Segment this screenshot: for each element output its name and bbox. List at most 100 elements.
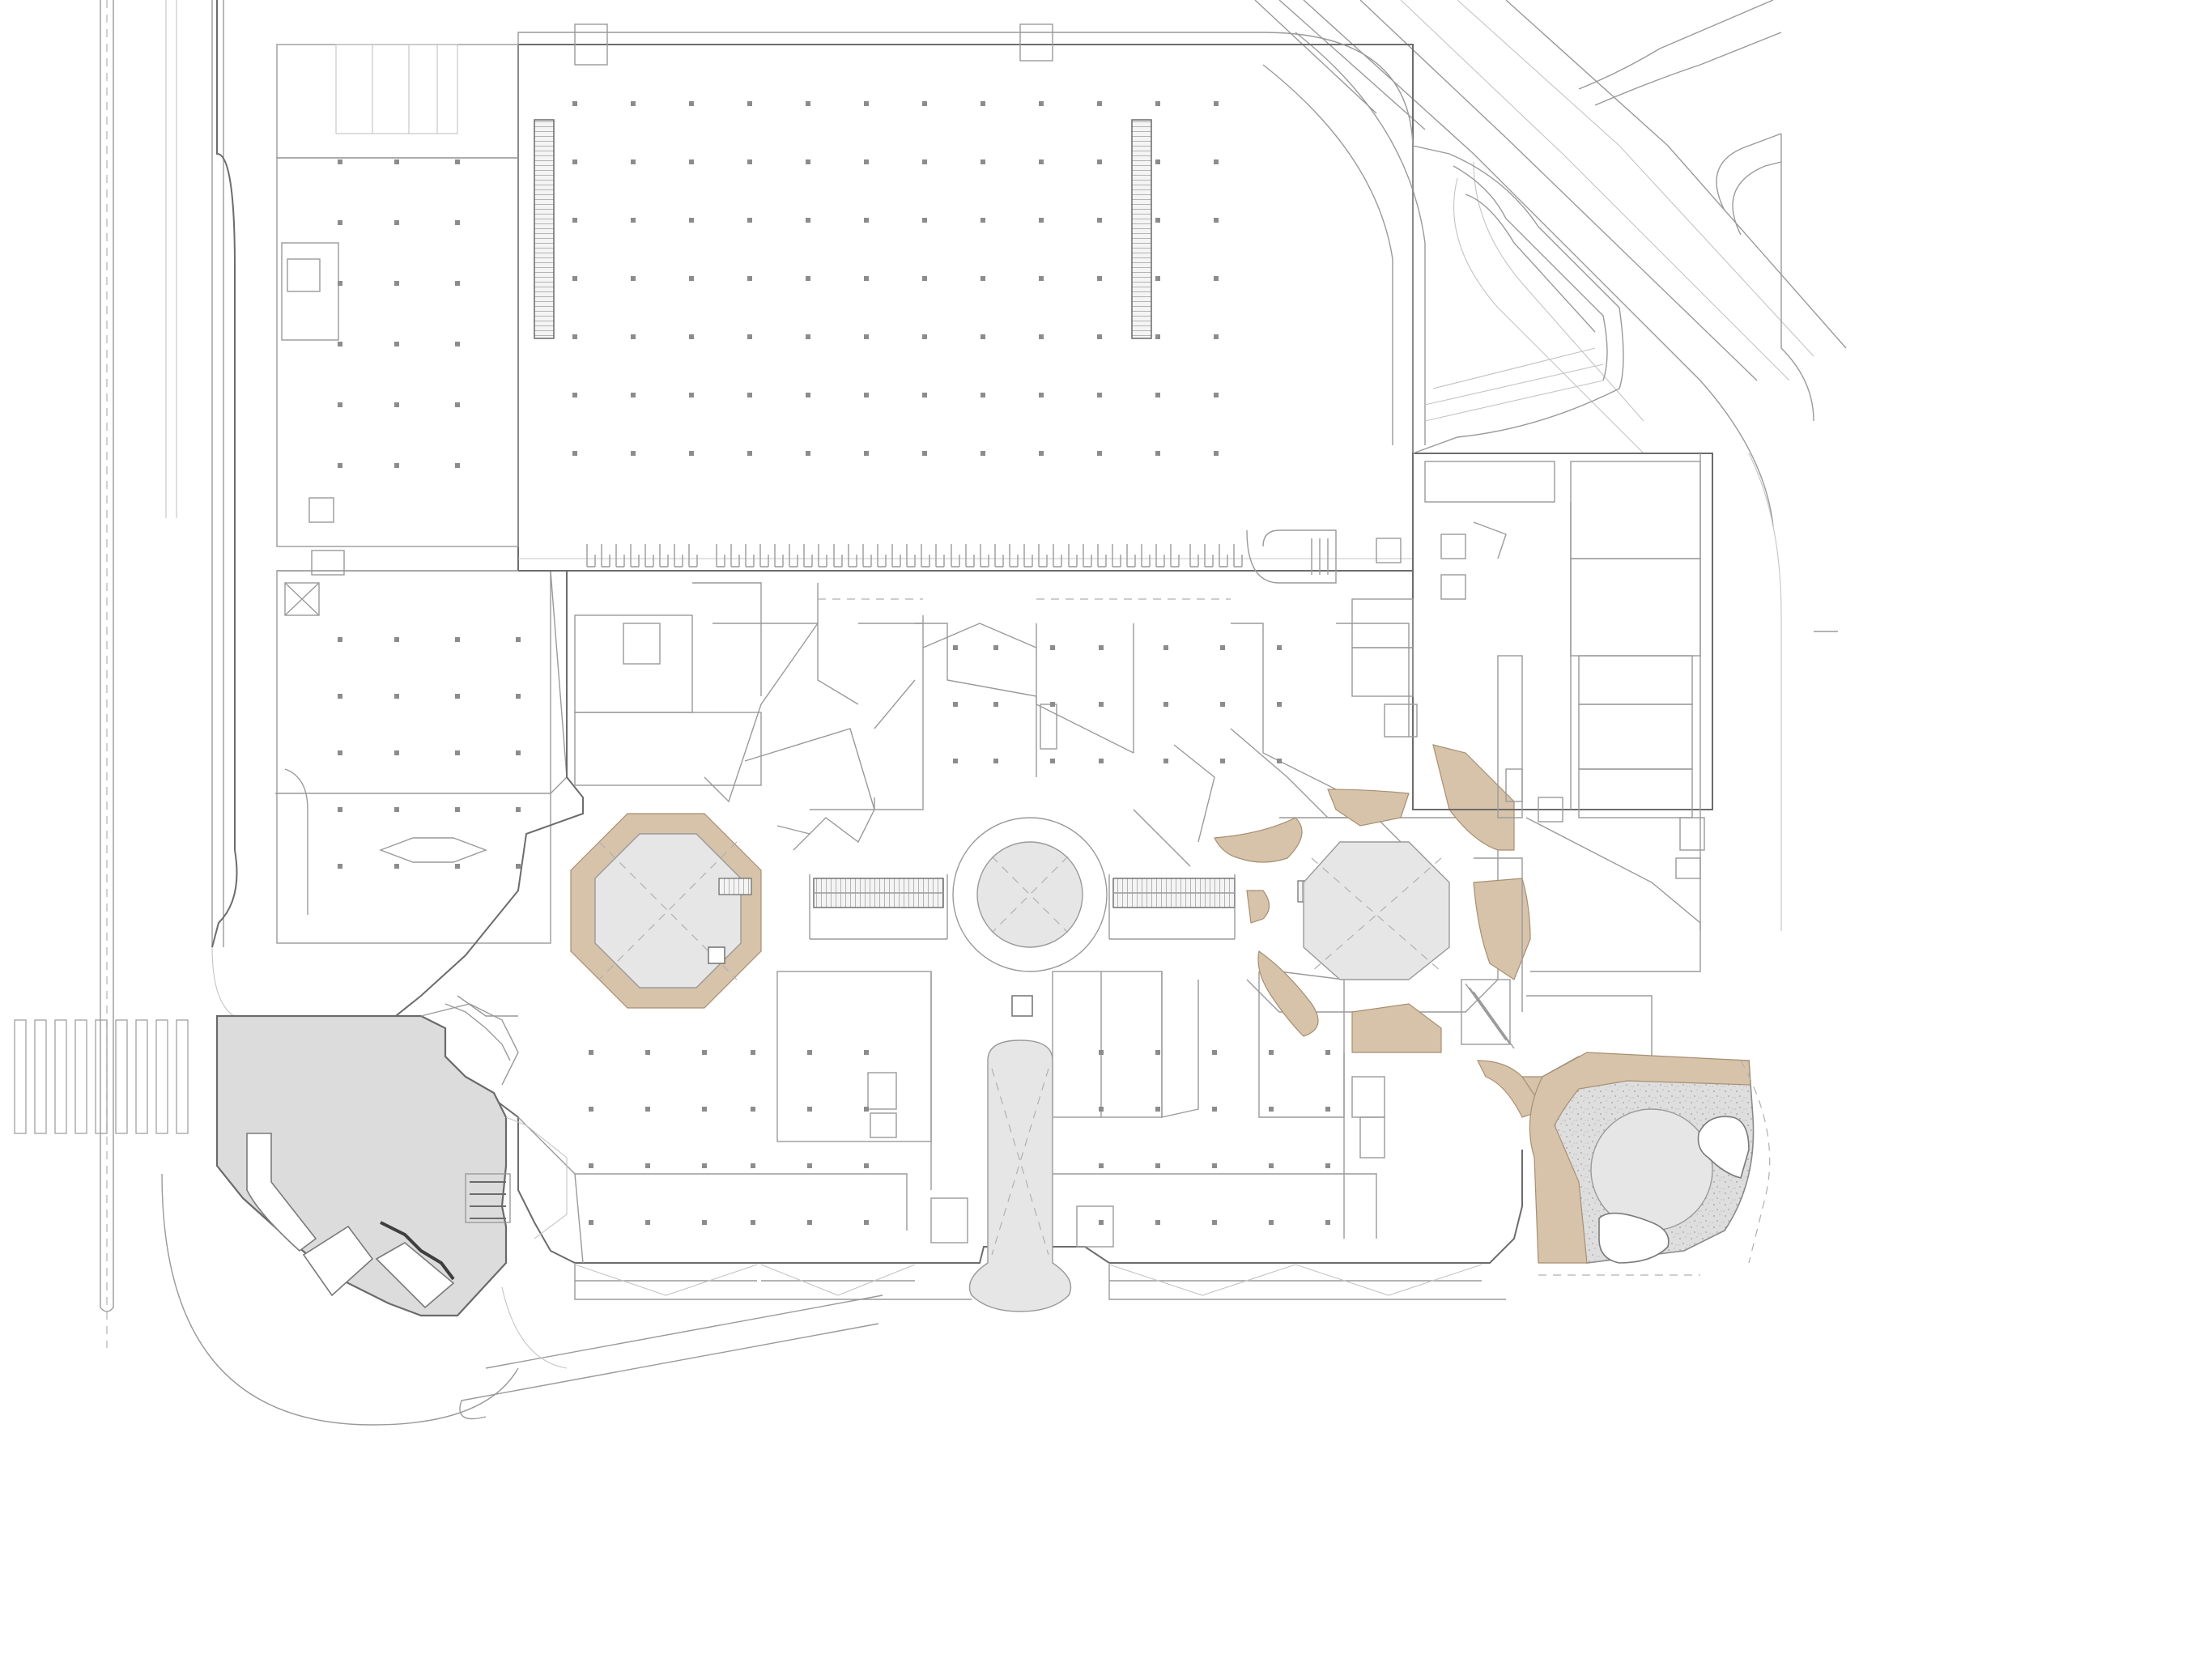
- parking-stall: [615, 544, 625, 568]
- column: [1163, 702, 1168, 707]
- road-curves-northeast: [1254, 0, 1847, 931]
- column: [981, 276, 985, 281]
- column: [572, 451, 577, 456]
- column: [747, 159, 752, 164]
- column: [953, 702, 958, 707]
- column: [631, 276, 636, 281]
- column: [747, 101, 752, 106]
- parking-stall: [833, 544, 843, 568]
- column: [455, 637, 460, 642]
- facade-bay: [574, 1264, 758, 1296]
- parking-stall: [759, 544, 769, 568]
- column: [572, 334, 577, 339]
- column: [864, 101, 869, 106]
- column: [455, 220, 460, 225]
- column: [702, 1107, 707, 1112]
- column: [1097, 451, 1102, 456]
- column: [993, 759, 998, 763]
- column: [589, 1107, 593, 1112]
- central-mall: [379, 570, 1523, 1300]
- column: [1214, 451, 1219, 456]
- column: [455, 342, 460, 346]
- circular-atrium-central: [952, 817, 1108, 972]
- column: [1039, 334, 1044, 339]
- column: [807, 1220, 812, 1225]
- column: [864, 393, 869, 397]
- northwest-wing: [211, 0, 568, 948]
- column: [981, 159, 985, 164]
- column: [338, 463, 342, 468]
- column: [1269, 1220, 1274, 1225]
- column: [981, 101, 985, 106]
- parking-stall: [1233, 544, 1243, 568]
- parking-stall: [1155, 544, 1165, 568]
- column: [689, 334, 694, 339]
- parking-stall: [877, 544, 887, 568]
- parking-stall: [891, 544, 901, 568]
- column: [1220, 645, 1225, 650]
- road-curve-southwest: [161, 946, 883, 1426]
- column: [1099, 702, 1104, 707]
- escalator-north-right: [1131, 119, 1152, 339]
- parking-stall: [1038, 544, 1048, 568]
- column: [1212, 1220, 1217, 1225]
- column: [338, 807, 342, 812]
- parking-stall: [921, 544, 930, 568]
- column: [751, 1107, 755, 1112]
- column: [689, 101, 694, 106]
- column: [455, 402, 460, 407]
- column: [1220, 702, 1225, 707]
- column: [864, 334, 869, 339]
- column: [864, 1220, 869, 1225]
- column: [981, 393, 985, 397]
- column: [645, 1050, 650, 1055]
- column: [1155, 1220, 1160, 1225]
- column: [806, 276, 810, 281]
- column: [572, 218, 577, 223]
- crossing-stripe: [155, 1019, 168, 1134]
- crossing-stripe: [135, 1019, 148, 1134]
- column: [1039, 451, 1044, 456]
- column: [1155, 218, 1160, 223]
- parking-stall: [848, 544, 857, 568]
- south-arcade: [968, 1039, 1072, 1312]
- parking-stall: [730, 544, 740, 568]
- column: [747, 334, 752, 339]
- column: [922, 393, 927, 397]
- column: [338, 694, 342, 699]
- column: [455, 694, 460, 699]
- column: [394, 342, 399, 346]
- column: [631, 393, 636, 397]
- column: [864, 1050, 869, 1055]
- column: [645, 1220, 650, 1225]
- column: [572, 276, 577, 281]
- column: [922, 218, 927, 223]
- column: [645, 1107, 650, 1112]
- column: [806, 393, 810, 397]
- parking-stall: [644, 544, 654, 568]
- column: [702, 1163, 707, 1168]
- column: [455, 750, 460, 755]
- column: [747, 393, 752, 397]
- column: [993, 702, 998, 707]
- column: [1039, 276, 1044, 281]
- column: [589, 1163, 593, 1168]
- parking-stall: [789, 544, 798, 568]
- column: [1214, 276, 1219, 281]
- column: [1099, 1107, 1104, 1112]
- column: [689, 159, 694, 164]
- column: [953, 645, 958, 650]
- column: [1155, 334, 1160, 339]
- column: [806, 159, 810, 164]
- parking-stall: [1126, 544, 1136, 568]
- column: [1099, 645, 1104, 650]
- column: [645, 1163, 650, 1168]
- column: [1099, 1163, 1104, 1168]
- parking-stall: [965, 544, 975, 568]
- crossing-stripe: [14, 1019, 27, 1134]
- column: [1212, 1107, 1217, 1112]
- column: [455, 864, 460, 869]
- column: [806, 218, 810, 223]
- column: [864, 451, 869, 456]
